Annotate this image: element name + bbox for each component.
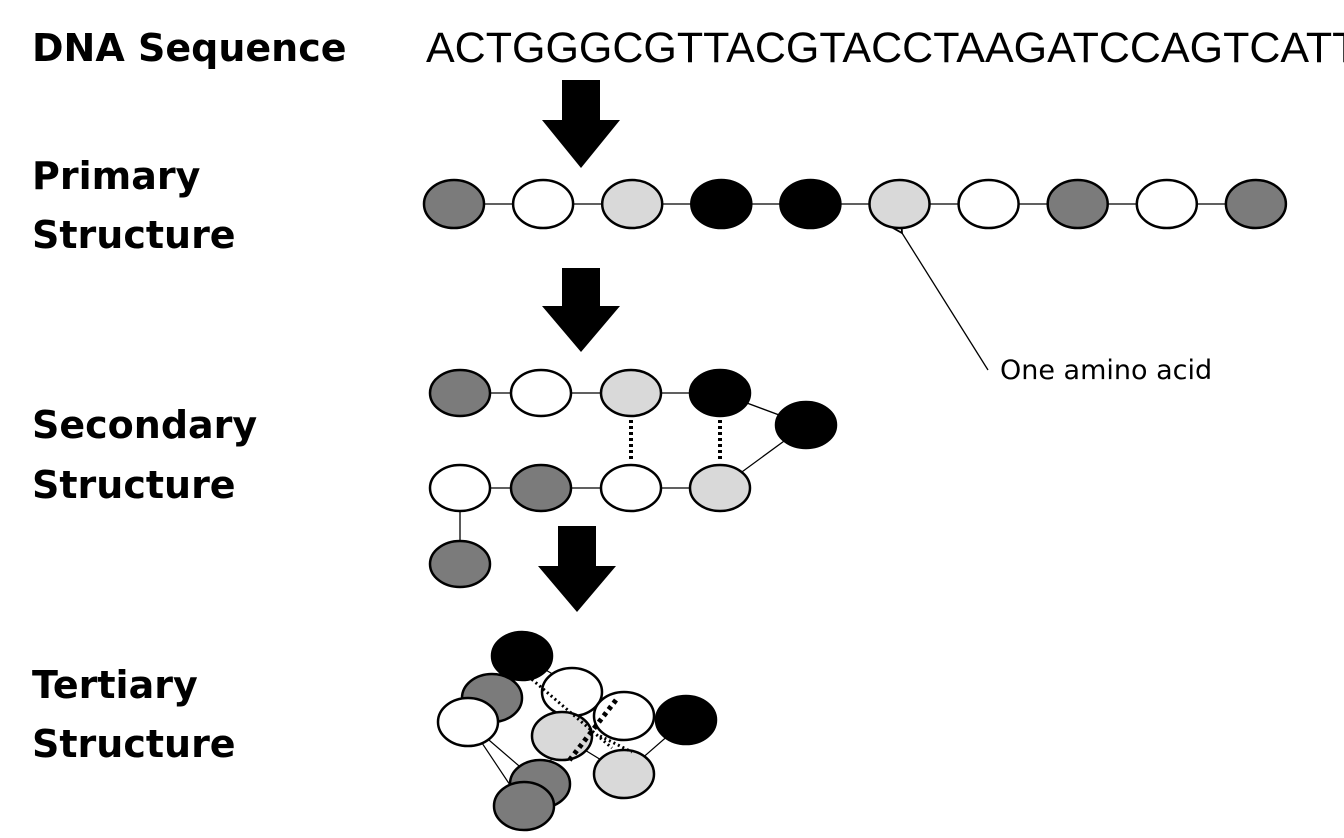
- amino-acid-bead: [599, 368, 663, 418]
- amino-acid-bead: [1224, 178, 1288, 230]
- tertiary-structure-label-line1: Tertiary: [32, 663, 198, 707]
- amino-acid-bead: [592, 748, 656, 800]
- down-arrow-1: [542, 80, 620, 168]
- amino-acid-bead: [511, 178, 575, 230]
- dna-sequence-label: DNA Sequence: [32, 26, 347, 70]
- amino-acid-bead: [599, 463, 663, 513]
- amino-acid-bead: [1046, 178, 1109, 230]
- tertiary-hydrogen-bond: [566, 698, 618, 764]
- tertiary-hydrogen-bond: [599, 734, 633, 754]
- secondary-structure: [428, 368, 838, 589]
- down-arrow-2: [542, 268, 620, 352]
- amino-acid-bead: [492, 780, 556, 832]
- primary-structure: [422, 178, 1288, 230]
- amino-acid-bead: [600, 178, 664, 230]
- amino-acid-bead: [428, 463, 492, 513]
- secondary-structure-label-line2: Structure: [32, 463, 236, 507]
- tertiary-structure-label-line2: Structure: [32, 722, 236, 766]
- amino-acid-bead: [957, 178, 1020, 230]
- secondary-structure-label-line1: Secondary: [32, 403, 258, 447]
- amino-acid-bead: [868, 178, 931, 230]
- dna-sequence-text: ACTGGGCGTTACGTACCTAAGATCCAGTCATTT: [426, 24, 1344, 72]
- amino-acid-bead: [530, 710, 594, 762]
- amino-acid-bead: [654, 694, 718, 746]
- amino-acid-bead: [436, 696, 500, 748]
- amino-acid-bead: [592, 690, 656, 742]
- amino-acid-bead: [428, 368, 492, 418]
- down-arrow-3: [538, 526, 616, 612]
- amino-acid-bead: [688, 463, 752, 513]
- amino-acid-bead: [509, 463, 573, 513]
- tertiary-hydrogen-bond: [527, 674, 613, 750]
- primary-structure-label-line2: Structure: [32, 213, 236, 257]
- primary-structure-label-line1: Primary: [32, 154, 201, 198]
- tertiary-structure: [436, 630, 718, 832]
- amino-acid-bead: [779, 178, 842, 230]
- amino-acid-bead: [509, 368, 573, 418]
- amino-acid-bead: [490, 630, 554, 682]
- amino-acid-bead: [422, 178, 486, 230]
- amino-acid-bead: [1135, 178, 1199, 230]
- amino-acid-bead: [690, 178, 753, 230]
- amino-acid-bead: [428, 539, 492, 589]
- primary-amino-acid-chain: [422, 178, 1288, 230]
- amino-acid-annotation: One amino acid: [1000, 355, 1213, 386]
- amino-acid-bead: [774, 400, 838, 450]
- amino-acid-bead: [540, 666, 604, 718]
- amino-acid-bead: [688, 368, 752, 418]
- annotation-pointer: [902, 233, 989, 371]
